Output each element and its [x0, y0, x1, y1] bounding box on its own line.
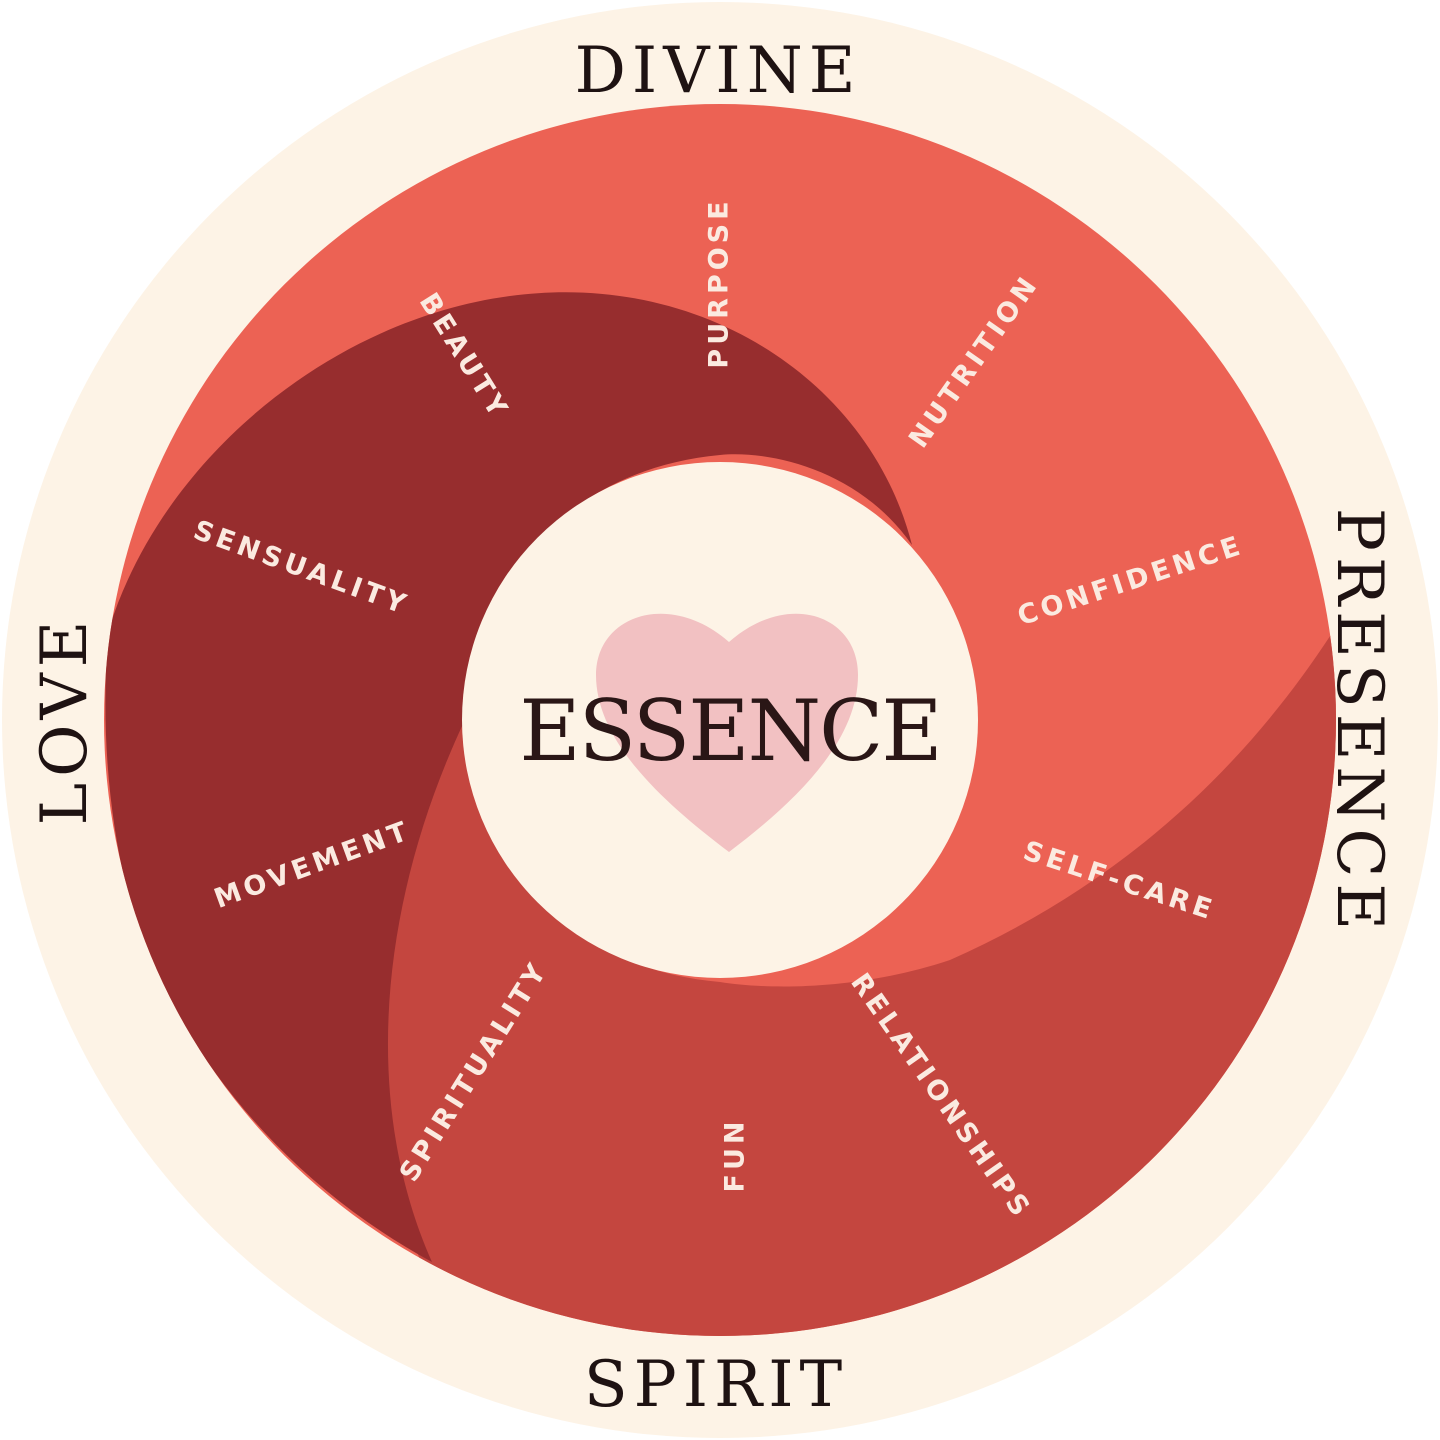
- segment-label-fun: FUN: [720, 1118, 751, 1193]
- outer-label-left: LOVE: [28, 615, 102, 826]
- center-label: ESSENCE: [519, 682, 940, 780]
- outer-label-top: DIVINE: [575, 34, 862, 108]
- outer-label-right: PRESENCE: [1322, 508, 1396, 936]
- segment-label-purpose: PURPOSE: [704, 197, 735, 368]
- swirl-maroon-region: [105, 292, 913, 1262]
- outer-label-bottom: SPIRIT: [584, 1348, 848, 1422]
- heart-icon: [596, 613, 858, 852]
